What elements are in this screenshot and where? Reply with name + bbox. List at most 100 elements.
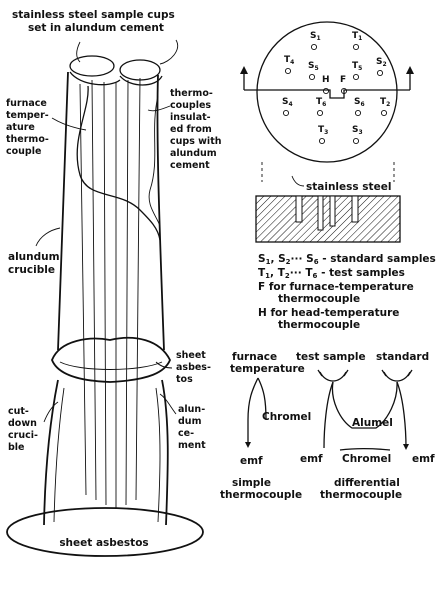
alundum-crucible-label: alundum crucible	[8, 251, 60, 276]
section-block	[255, 195, 401, 243]
differential-label-line2: thermocouple	[320, 489, 402, 501]
cups-label-line1: stainless steel sample cups	[12, 9, 175, 21]
plan-symbol-s6: S6	[354, 97, 365, 108]
plan-symbol-s2: S2	[376, 57, 387, 68]
svg-text:couples: couples	[170, 100, 211, 111]
crucible-crack	[148, 95, 161, 227]
section-arrow-left	[240, 66, 248, 74]
standard-label: standard	[376, 351, 429, 363]
section-hole-4	[351, 195, 359, 223]
simple-tc-wires	[247, 377, 267, 446]
test-cup-lips	[317, 369, 349, 377]
plan-symbol-s4: S4	[282, 97, 293, 108]
plan-cup-marker	[376, 69, 384, 77]
alundum-crucible-outline	[57, 71, 165, 351]
section-hatched-block	[255, 195, 401, 243]
standard-cup-lips	[381, 369, 413, 377]
alumel-label: Alumel	[352, 417, 393, 429]
svg-text:cups with: cups with	[170, 136, 222, 147]
chromel-wires	[323, 381, 407, 451]
simple-label-line2: thermocouple	[220, 489, 302, 501]
plan-symbol-t4: T4	[284, 55, 294, 66]
plan-cup-marker	[284, 67, 292, 75]
diff-emf-arrow	[403, 444, 409, 450]
plan-cup-marker	[380, 109, 388, 117]
plan-symbol-t2: T2	[380, 97, 390, 108]
section-arrow-right	[406, 66, 414, 74]
base-asbestos-plate	[6, 507, 204, 557]
furnace-tc-label: furnace temper- ature thermo- couple	[6, 98, 49, 157]
legend-row-0: S1, S2··· S6 - standard samples	[258, 253, 436, 266]
section-hole-2	[317, 195, 324, 231]
standard-cup	[383, 371, 411, 382]
svg-text:alun-: alun-	[178, 404, 205, 415]
sheet-asbestos-side-label: sheet asbes- tos	[176, 350, 211, 385]
plan-cup-marker	[318, 137, 326, 145]
plan-symbol-s3: S3	[352, 125, 363, 136]
plan-cup-marker	[322, 87, 330, 95]
simple-emf-arrow	[245, 442, 251, 448]
plan-cup-marker	[308, 73, 316, 81]
sample-cup-right	[119, 59, 161, 81]
plan-symbol-t1: T1	[352, 31, 362, 42]
svg-text:alundum: alundum	[170, 148, 217, 159]
plan-cup-marker	[352, 137, 360, 145]
plan-cup-marker	[352, 73, 360, 81]
sample-cup-left	[69, 55, 115, 77]
svg-text:dum: dum	[178, 416, 202, 427]
svg-text:insulat-: insulat-	[170, 112, 211, 123]
svg-text:alundum: alundum	[8, 251, 60, 263]
test-cup	[319, 371, 347, 382]
plan-cup-marker	[316, 109, 324, 117]
svg-text:couple: couple	[6, 146, 41, 157]
stainless-steel-label: stainless steel	[306, 181, 391, 193]
sheet-asbestos-base-label: sheet asbestos	[59, 537, 148, 549]
plan-symbol-s1: S1	[310, 31, 321, 42]
plan-symbol-s5: S5	[308, 61, 319, 72]
alundum-cement-label: alun- dum ce- ment	[178, 404, 206, 451]
temperature-label: temperature	[230, 363, 305, 375]
furnace-label: furnace	[232, 351, 277, 363]
wiring-diagrams: furnace temperature test sample standard…	[220, 351, 435, 501]
plan-cup-marker	[310, 43, 318, 51]
plan-symbol-t3: T3	[318, 125, 328, 136]
legend-row-2-line1: F for furnace-temperature	[258, 281, 414, 293]
plan-symbol-h: H	[322, 75, 330, 85]
differential-label-line1: differential	[334, 477, 400, 489]
cups-label-line2: set in alundum cement	[28, 22, 164, 34]
chromel-right-label: Chromel	[342, 453, 391, 465]
svg-text:ature: ature	[6, 122, 35, 133]
svg-text:crucible: crucible	[8, 264, 55, 276]
legend-row-3-line1: H for head-temperature	[258, 307, 399, 319]
svg-text:tos: tos	[176, 374, 193, 385]
svg-text:ment: ment	[178, 440, 206, 451]
svg-text:thermo-: thermo-	[6, 134, 49, 145]
thermocouples-insulated-label: thermo- couples insulat- ed from cups wi…	[170, 88, 222, 171]
alumel-wire	[331, 381, 398, 429]
collar-rim	[59, 361, 163, 370]
plan-symbol-t6: T6	[316, 97, 326, 108]
svg-text:down: down	[8, 418, 37, 429]
crucible-inner-wall	[53, 387, 161, 523]
section-hole-3	[329, 195, 336, 227]
svg-text:ed from: ed from	[170, 124, 212, 135]
test-sample-label: test sample	[296, 351, 366, 363]
svg-text:cruci-: cruci-	[8, 430, 38, 441]
svg-text:sheet: sheet	[176, 350, 206, 361]
legend-row-3-line2: thermocouple	[278, 319, 360, 331]
plan-view-circle	[256, 21, 398, 163]
thermocouple-wires	[79, 77, 141, 508]
left-leaders	[35, 39, 178, 423]
chromel-left-label: Chromel	[262, 411, 311, 423]
emf-mid-label: emf	[300, 453, 323, 465]
crucible-assembly	[6, 55, 204, 557]
section-line	[244, 89, 410, 99]
svg-text:ce-: ce-	[178, 428, 194, 439]
svg-text:ble: ble	[8, 442, 25, 453]
cement-top	[69, 71, 163, 86]
plan-cup-marker	[340, 87, 348, 95]
asbestos-collar	[51, 336, 171, 383]
plan-cup-marker	[352, 43, 360, 51]
